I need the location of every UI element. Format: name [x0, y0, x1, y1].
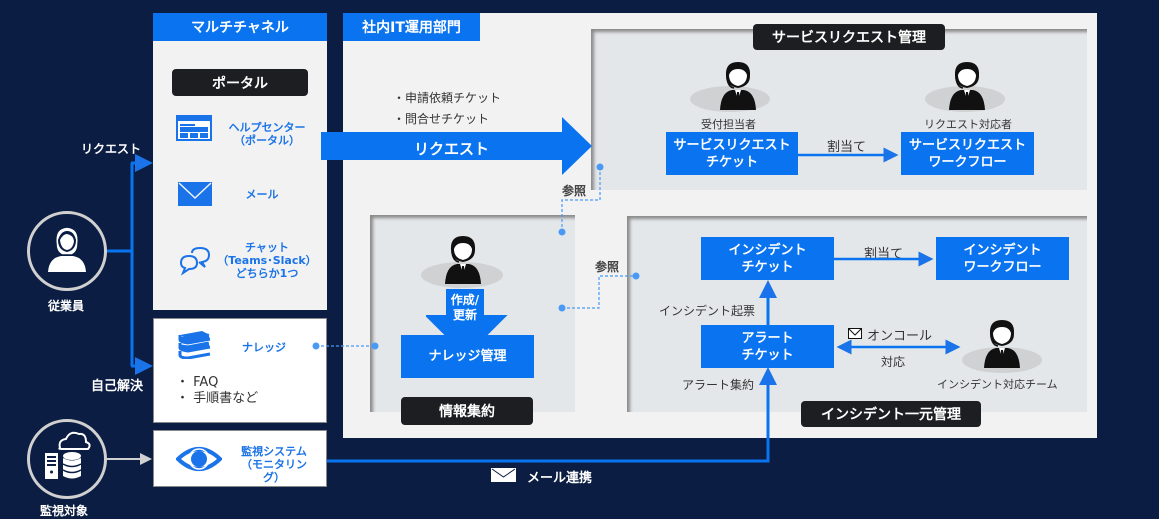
- multichannel-panel: マルチチャネル ポータル ヘルプセンター （ポータル） メール チャット: [153, 13, 327, 310]
- helpcenter-label: ヘルプセンター: [228, 121, 306, 134]
- connector-dot: [596, 163, 604, 171]
- mail-link-label: メール連携: [527, 471, 593, 486]
- alert-aggregate-label: アラート集約: [682, 378, 755, 392]
- monitoring-to-alert-line: [327, 367, 777, 463]
- books-icon: [178, 331, 211, 359]
- incident-workflow[interactable]: インシデント ワークフロー: [936, 237, 1069, 280]
- incident-workflow-line2: ワークフロー: [963, 259, 1042, 275]
- employee-label: 従業員: [48, 299, 85, 313]
- knowledge-bullet-procedures: ・ 手順書など: [176, 391, 259, 406]
- knowledge-bullet-faq: ・ FAQ: [176, 375, 219, 390]
- reference-label-service: 参照: [562, 184, 587, 198]
- service-request-workflow-line2: ワークフロー: [928, 154, 1007, 170]
- employee-avatar: [27, 211, 107, 291]
- create-update-line1: 作成/: [450, 293, 480, 307]
- respond-label: 対応: [881, 355, 906, 369]
- knowledge-panel[interactable]: ナレッジ ・ FAQ ・ 手順書など: [153, 318, 327, 423]
- mail-link-icon: [491, 468, 516, 482]
- connector-dot: [558, 304, 566, 312]
- monitoring-panel[interactable]: 監視システム （モニタリング）: [153, 430, 327, 487]
- service-request-ticket-line1: サービスリクエスト: [673, 137, 791, 153]
- incident-management-title: インシデント一元管理: [801, 401, 981, 427]
- service-reference-dashed-line: [561, 167, 601, 232]
- channel-item-chat[interactable]: チャット （Teams･Slack） どちらか1つ: [153, 241, 327, 283]
- portal-pill: ポータル: [172, 69, 308, 96]
- mail-icon: [178, 182, 212, 206]
- incident-reference-dashed-line: [562, 275, 636, 309]
- service-request-title: サービスリクエスト管理: [753, 24, 945, 50]
- service-request-workflow-line1: サービスリクエスト: [908, 137, 1026, 153]
- incident-ticket-line2: チケット: [741, 259, 794, 275]
- incident-ticket-line1: インシデント: [728, 242, 807, 258]
- person-icon: [48, 226, 86, 272]
- mail-label: メール: [245, 188, 279, 201]
- incident-raise-label: インシデント起票: [659, 304, 756, 318]
- request-flow-label: リクエスト: [81, 142, 142, 156]
- receptionist-agent-icon: [720, 62, 756, 110]
- monitored-targets-label: 監視対象: [40, 504, 89, 518]
- connector-dot: [632, 272, 640, 280]
- knowledge-editor-agent-icon: [445, 236, 481, 284]
- knowledge-label: ナレッジ: [242, 341, 286, 354]
- oncall-mail-icon: [848, 328, 862, 339]
- connector-dot: [558, 228, 566, 236]
- request-arrow-label: リクエスト: [414, 140, 490, 158]
- info-aggregation-title: 情報集約: [401, 397, 533, 425]
- cloud-server-database-icon: [45, 431, 91, 479]
- eye-icon: [176, 447, 222, 471]
- service-request-workflow[interactable]: サービスリクエスト ワークフロー: [901, 132, 1034, 175]
- incident-team-label: インシデント対応チーム: [937, 378, 1058, 391]
- ticket-type-application: ・申請依頼チケット: [393, 91, 502, 105]
- self-solve-label: 自己解決: [91, 379, 144, 394]
- channel-item-helpcenter[interactable]: ヘルプセンター （ポータル）: [153, 113, 327, 153]
- connector-dot: [371, 342, 379, 350]
- monitored-targets-avatar: [27, 419, 107, 499]
- monitoring-label: 監視システム: [241, 445, 307, 458]
- helpcenter-sublabel: （ポータル）: [234, 134, 300, 147]
- incident-team-agent-icon: [984, 320, 1020, 368]
- service-assign-label: 割当て: [827, 140, 867, 155]
- connector-dot: [312, 342, 320, 350]
- it-dept-title: 社内IT運用部門: [343, 13, 480, 41]
- create-update-line2: 更新: [452, 308, 477, 322]
- request-handler-agent-icon: [949, 62, 985, 110]
- chat-bubbles-icon: [179, 247, 211, 276]
- request-big-arrow: [321, 117, 592, 175]
- alert-ticket-line1: アラート: [741, 330, 794, 346]
- chat-choice-label: どちらか1つ: [235, 267, 299, 280]
- monitoring-sublabel: （モニタリング）: [241, 458, 307, 484]
- alert-ticket[interactable]: アラート チケット: [701, 325, 834, 368]
- receptionist-label: 受付担当者: [701, 118, 756, 131]
- alert-ticket-line2: チケット: [741, 347, 794, 363]
- request-handler-label: リクエスト対応者: [924, 118, 1012, 131]
- service-request-ticket[interactable]: サービスリクエスト チケット: [666, 132, 798, 175]
- chat-tools-label: （Teams･Slack）: [217, 254, 317, 267]
- incident-workflow-line1: インシデント: [963, 242, 1042, 258]
- ticket-type-inquiry: ・問合せチケット: [393, 112, 490, 126]
- service-request-ticket-line2: チケット: [705, 154, 758, 170]
- channel-item-mail[interactable]: メール: [153, 180, 327, 210]
- knowledge-management-box[interactable]: ナレッジ管理: [401, 335, 534, 378]
- incident-ticket[interactable]: インシデント チケット: [701, 237, 834, 280]
- chat-label: チャット: [245, 241, 289, 254]
- reference-label-incident: 参照: [595, 260, 620, 274]
- multichannel-title: マルチチャネル: [153, 13, 327, 41]
- browser-icon: [176, 115, 212, 141]
